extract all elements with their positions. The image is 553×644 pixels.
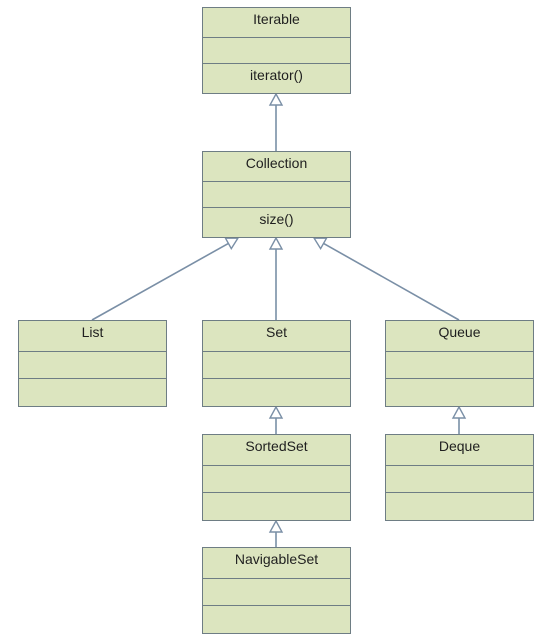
inheritance-arrowhead-list-to-collection (224, 237, 240, 250)
inheritance-arrowhead-set-to-collection (268, 236, 284, 250)
class-methods (203, 605, 350, 633)
class-attributes (19, 350, 166, 379)
class-methods (19, 378, 166, 406)
class-name: List (81, 324, 104, 340)
class-attributes (203, 36, 350, 64)
class-name: Set (265, 324, 287, 340)
class-attributes (203, 577, 350, 606)
class-name: NavigableSet (234, 551, 319, 567)
inheritance-arrowhead-collection-to-iterable (268, 92, 284, 106)
class-methods (203, 378, 350, 406)
class-name: Iterable (253, 11, 300, 27)
class-attributes (203, 464, 350, 493)
class-methods (386, 492, 533, 520)
class-attributes (203, 350, 350, 379)
class-box-sortedset: SortedSet (202, 434, 351, 521)
class-box-set: Set (202, 320, 351, 407)
class-methods: iterator() (203, 63, 350, 93)
class-box-queue: Queue (385, 320, 534, 407)
class-box-deque: Deque (385, 434, 534, 521)
class-box-navigableset: NavigableSet (202, 547, 351, 634)
class-methods (203, 492, 350, 520)
class-box-list: List (18, 320, 167, 407)
generalization-line-queue-to-collection (323, 242, 460, 321)
class-attributes (386, 464, 533, 493)
class-box-iterable: Iterable iterator() (202, 7, 351, 94)
class-methods (386, 378, 533, 406)
class-attributes (203, 180, 350, 208)
inheritance-arrowhead-sortedset-to-set (268, 405, 284, 419)
class-name: Collection (245, 155, 308, 171)
inheritance-arrowhead-deque-to-queue (451, 405, 467, 419)
class-attributes (386, 350, 533, 379)
class-methods: size() (203, 207, 350, 237)
generalization-line-list-to-collection (91, 242, 229, 321)
class-name: Queue (438, 324, 481, 340)
class-name: SortedSet (245, 438, 308, 454)
inheritance-arrowhead-navigableset-to-sortedset (268, 519, 284, 533)
class-name: Deque (438, 438, 481, 454)
class-box-collection: Collection size() (202, 151, 351, 238)
inheritance-arrowhead-queue-to-collection (312, 237, 328, 250)
